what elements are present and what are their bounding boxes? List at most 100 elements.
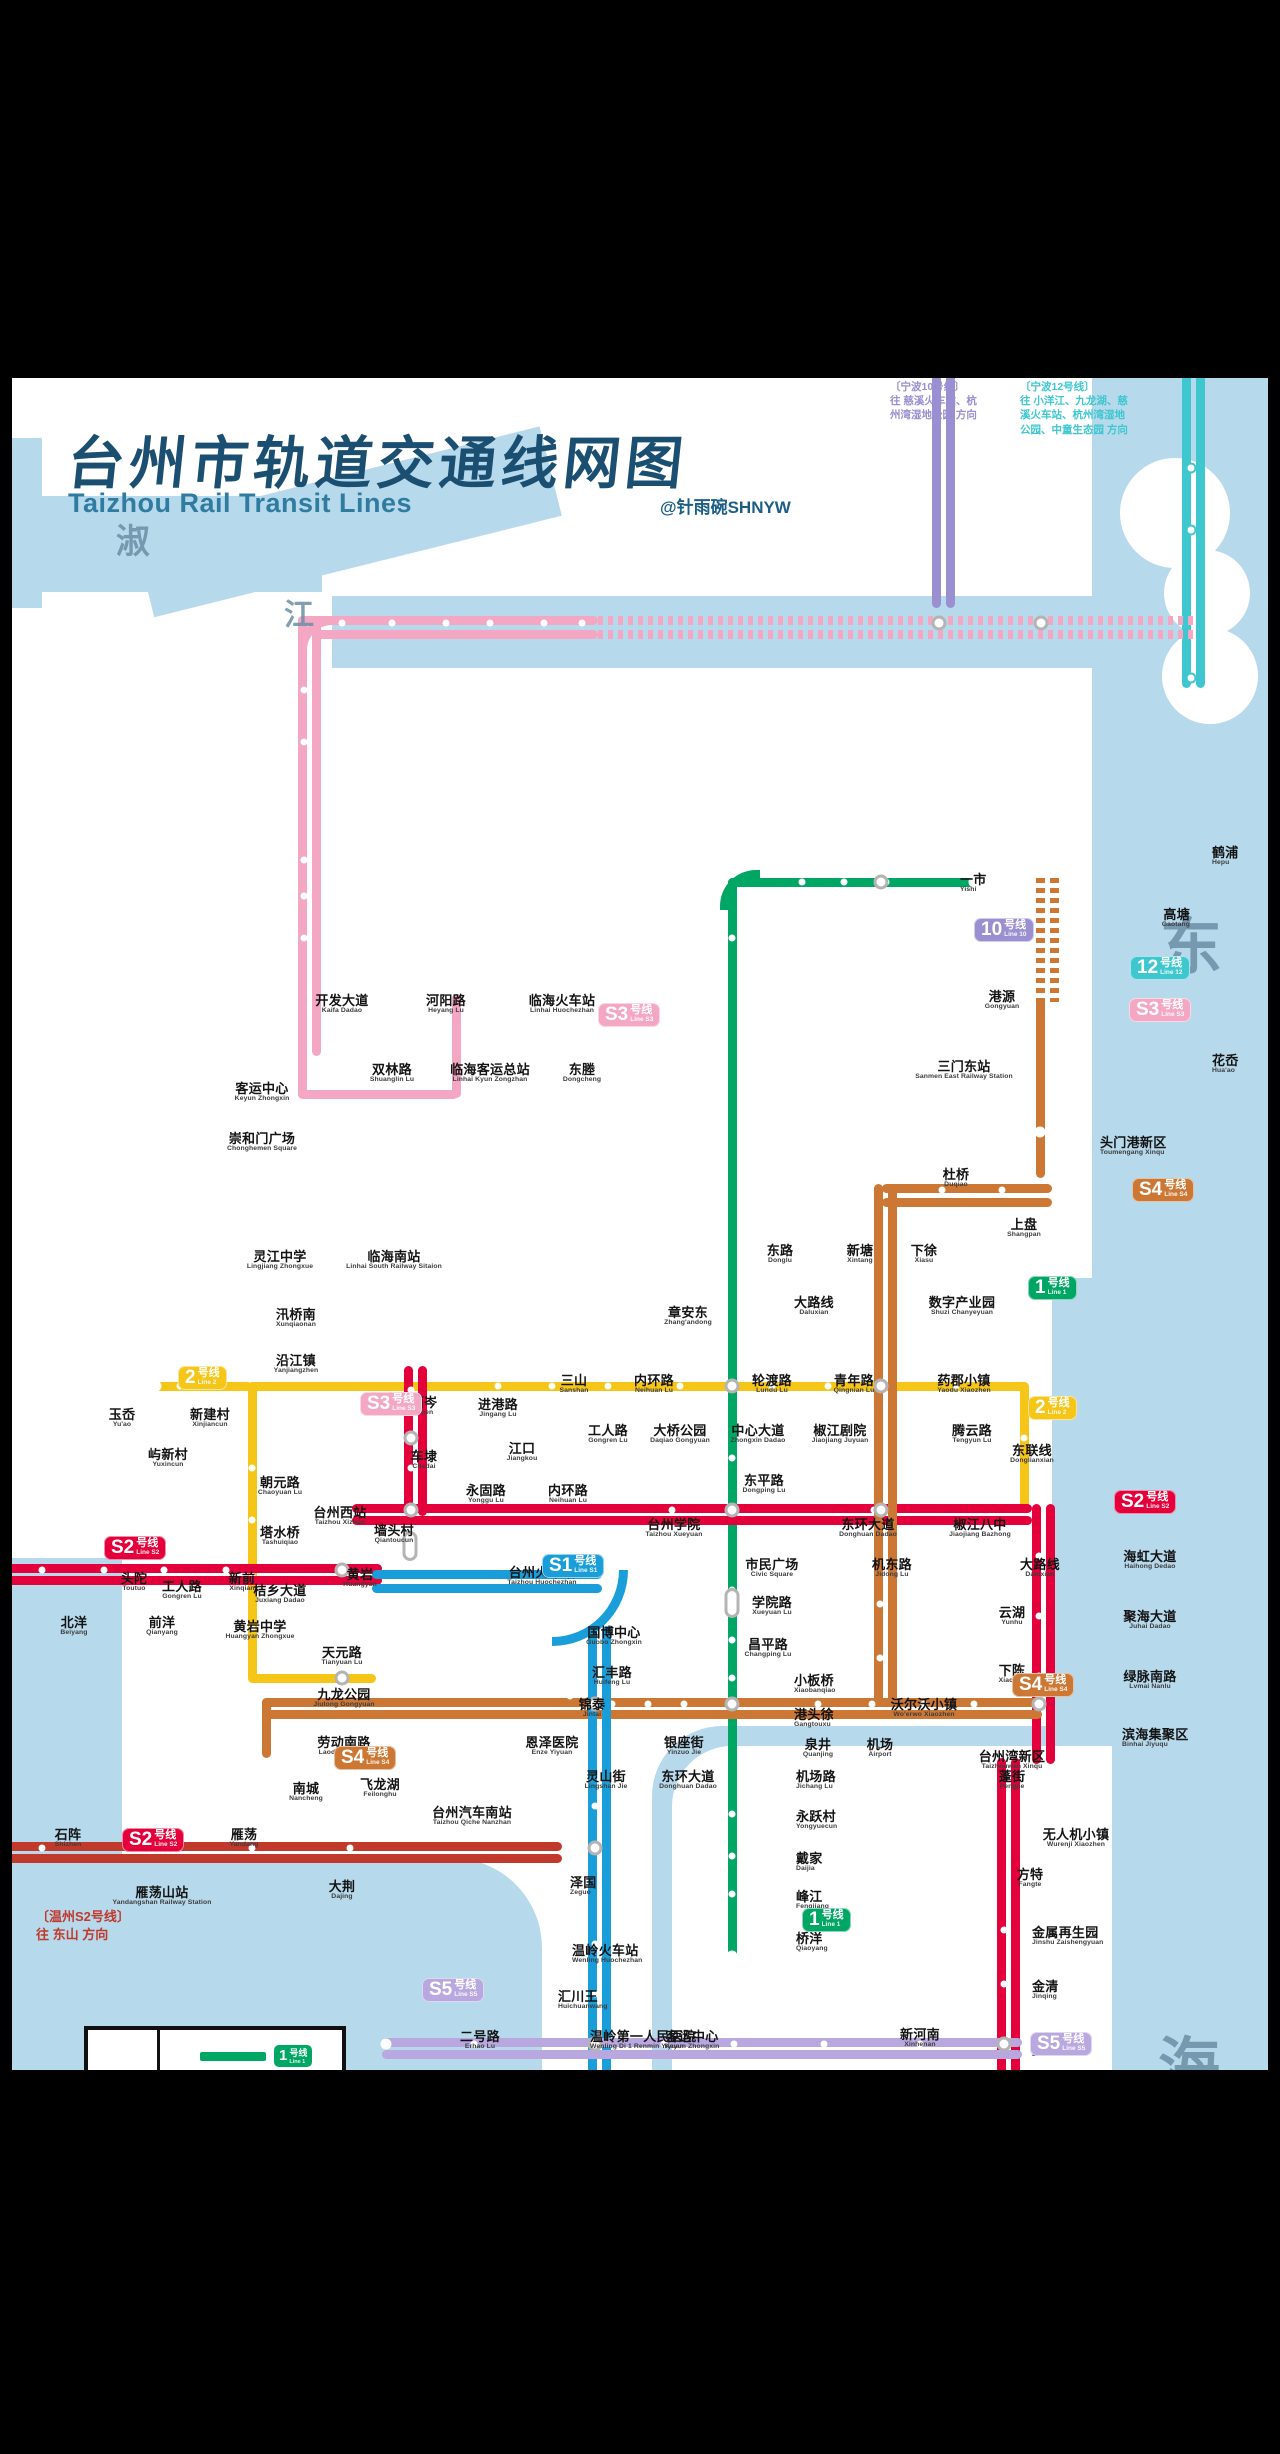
- station-dot-daijia[interactable]: [728, 1852, 736, 1860]
- s4-rail-west-vert[interactable]: [262, 1698, 271, 1758]
- station-dot-beiyang[interactable]: [38, 1566, 46, 1574]
- station-dot-taizhouwanxinqu[interactable]: [970, 1700, 978, 1708]
- line2-rail-main-horiz[interactable]: [248, 1382, 1028, 1391]
- station-dot-toutuo[interactable]: [100, 1566, 108, 1574]
- s1-rail-main-vert-b[interactable]: [602, 1626, 611, 2070]
- ningbo-line10-rail-b[interactable]: [946, 378, 955, 608]
- station-dot-yunhu[interactable]: [876, 1600, 884, 1608]
- station-dot-xunqiaonan[interactable]: [300, 934, 308, 942]
- ningbo-line12-rail[interactable]: [1182, 378, 1191, 688]
- station-dot-haihong[interactable]: [1035, 1552, 1043, 1560]
- station-dot-zhangandong[interactable]: [728, 934, 736, 942]
- station-dot-daqiaogongyuan[interactable]: [676, 1382, 684, 1390]
- station-dot-dongpinglu[interactable]: [728, 1454, 736, 1462]
- station-dot-wenlingdiyi[interactable]: [660, 2040, 668, 2048]
- station-dot-airport[interactable]: [868, 1700, 876, 1708]
- station-dot-woerwo[interactable]: [920, 1700, 928, 1708]
- s1-rail-upper-b[interactable]: [372, 1584, 602, 1593]
- s2-rail-west[interactable]: [12, 1564, 382, 1573]
- station-term-line2-west[interactable]: [150, 1380, 162, 1392]
- station-dot-yinzuojie[interactable]: [680, 1700, 688, 1708]
- station-dot-erhaolu[interactable]: [470, 2040, 478, 2048]
- line2-rail-west-vert[interactable]: [248, 1382, 257, 1682]
- station-dot-keyunzhongxin-s5[interactable]: [730, 2040, 738, 2048]
- xfer-huangyan[interactable]: [334, 1562, 350, 1578]
- station-dot-donglu[interactable]: [798, 878, 806, 886]
- station-dot-linhai-kyun[interactable]: [486, 619, 494, 627]
- station-dot-daluxian-n[interactable]: [840, 878, 848, 886]
- station-dot-sanshan[interactable]: [548, 1382, 556, 1390]
- s4-rail-duqiao-b[interactable]: [882, 1198, 1052, 1207]
- station-dot-zhenyelu[interactable]: [820, 2040, 828, 2048]
- s4-rail-center-vert-b[interactable]: [888, 1184, 897, 1704]
- station-dot-changpinglu[interactable]: [728, 1636, 736, 1644]
- s2-rail-east-vert-b[interactable]: [1046, 1504, 1055, 1764]
- line1-rail-south[interactable]: [728, 1538, 737, 1958]
- station-dot-wurenji[interactable]: [1028, 1822, 1036, 1830]
- s3-rail-top-b[interactable]: [312, 630, 598, 639]
- station-dot-gaotang[interactable]: [1187, 526, 1195, 534]
- station-dot-xinqian[interactable]: [222, 1566, 230, 1574]
- xfer-chedai[interactable]: [403, 1430, 419, 1446]
- s3-rail-left-vert-b[interactable]: [312, 616, 321, 1056]
- station-dot-chaoyuanlu[interactable]: [248, 1464, 256, 1472]
- station-term-wenlingxizhan[interactable]: [380, 2038, 392, 2050]
- station-dot-lingjiang-zhongxue[interactable]: [300, 856, 308, 864]
- station-dot-juhai[interactable]: [1035, 1612, 1043, 1620]
- station-dot-qichenanzhan[interactable]: [591, 1802, 599, 1810]
- station-dot-donghuandadao-s4[interactable]: [644, 1700, 652, 1708]
- station-dot-linhai-huochezhan[interactable]: [540, 619, 548, 627]
- s1-rail-upper[interactable]: [372, 1570, 602, 1579]
- xfer-binhai[interactable]: [996, 2036, 1012, 2052]
- s2-rail-central-b[interactable]: [352, 1516, 1032, 1525]
